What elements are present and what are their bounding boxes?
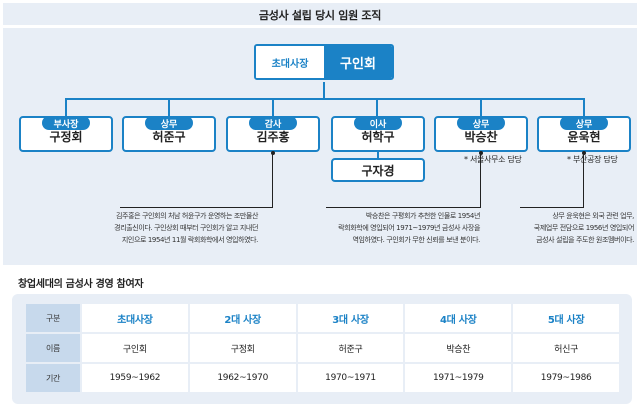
table-cell: 1971~1979	[405, 364, 512, 392]
leader-line-kim	[272, 153, 273, 208]
officer-role-badge: 감사	[249, 116, 297, 130]
history-table: 구분 초대사장 2대 사장 3대 사장 4대 사장 5대 사장 이름 구인회 구…	[24, 302, 621, 394]
leader-underline-park	[326, 207, 481, 208]
column-header: 초대사장	[82, 304, 188, 332]
ceo-name: 구인회	[324, 46, 392, 78]
desc-line: 상무 윤욱현은 외국 관련 업무,	[552, 212, 634, 220]
table-row: 기간 1959~1962 1962~1970 1970~1971 1971~19…	[26, 364, 619, 392]
officer-connector-4	[376, 98, 378, 116]
officer-connector-2	[168, 98, 170, 116]
yoon-description: 상무 윤욱현은 외국 관련 업무, 국제업무 전담으로 1956년 영입되어 금…	[533, 210, 635, 246]
table-row: 이름 구인회 구정회 허준구 박승찬 허신구	[26, 334, 619, 362]
officer-role-badge: 상무	[457, 116, 505, 130]
desc-line: 경리출신이다. 구인상회 때부터 구인회가 알고 지내던	[114, 224, 258, 232]
desc-line: 락희화학에 영입되어 1971~1979년 금성사 사장을	[338, 224, 480, 232]
director-sub-connector	[377, 152, 379, 159]
column-header: 4대 사장	[405, 304, 512, 332]
officer-role-badge: 상무	[145, 116, 193, 130]
column-header: 5대 사장	[513, 304, 619, 332]
table-row: 구분 초대사장 2대 사장 3대 사장 4대 사장 5대 사장	[26, 304, 619, 332]
desc-line: 역임하였다. 구인회가 무한 신뢰를 보낸 분이다.	[352, 236, 480, 244]
row-header-category: 구분	[26, 304, 80, 332]
kim-description: 김주홍은 구인회의 처남 허윤구가 운영하는 조만물산 경리출신이다. 구인상회…	[114, 210, 258, 246]
officer-name: 박승찬	[464, 130, 498, 144]
officer-role-badge: 이사	[354, 116, 402, 130]
ceo-connector	[323, 82, 325, 99]
desc-line: 지인으로 1954년 11월 락회화학에서 영입하였다.	[121, 236, 259, 244]
officer-name: 구정회	[49, 130, 83, 144]
officer-bus-line	[65, 98, 585, 100]
sub-director-box: 구자경	[331, 158, 425, 182]
table-cell: 1970~1971	[297, 364, 404, 392]
ceo-box: 초대사장 구인회	[254, 44, 394, 80]
table-cell: 구인회	[82, 334, 188, 362]
officer-connector-6	[583, 98, 585, 116]
table-cell: 구정회	[189, 334, 296, 362]
officer-role-badge: 부사장	[42, 116, 90, 130]
park-description: 박승찬은 구평회가 추천한 인물로 1954년 락희화학에 영입되어 1971~…	[338, 210, 480, 246]
officer-connector-1	[65, 98, 67, 116]
officer-role-badge: 상무	[560, 116, 608, 130]
row-header-period: 기간	[26, 364, 80, 392]
officer-connector-5	[480, 98, 482, 116]
desc-line: 국제업무 전담으로 1956년 영입되어	[533, 224, 635, 232]
title-divider	[3, 25, 637, 28]
column-header: 2대 사장	[189, 304, 296, 332]
officer-name: 허준구	[152, 130, 186, 144]
table-cell: 1959~1962	[82, 364, 188, 392]
table-cell: 허신구	[513, 334, 619, 362]
leader-underline-kim	[120, 207, 273, 208]
busan-factory-note: * 부산공장 담당	[567, 155, 618, 164]
table-cell: 허준구	[297, 334, 404, 362]
history-title: 창업세대의 금성사 경영 참여자	[18, 279, 144, 290]
table-cell: 1962~1970	[189, 364, 296, 392]
desc-line: 김주홍은 구인회의 처남 허윤구가 운영하는 조만물산	[115, 212, 258, 220]
officer-connector-3	[272, 98, 274, 116]
leader-underline-yoon	[520, 207, 584, 208]
officer-name: 허학구	[361, 130, 395, 144]
leader-line-yoon	[583, 153, 584, 208]
column-header: 3대 사장	[297, 304, 404, 332]
officer-name: 윤욱현	[567, 130, 601, 144]
desc-line: 금성사 설립을 주도한 원조멤버이다.	[536, 236, 634, 244]
seoul-office-note: * 서울사무소 담당	[464, 155, 522, 164]
table-cell: 박승찬	[405, 334, 512, 362]
leader-dot	[582, 151, 586, 155]
desc-line: 박승찬은 구평회가 추천한 인물로 1954년	[365, 212, 481, 220]
org-chart-title: 금성사 설립 당시 임원 조직	[258, 9, 382, 22]
leader-line-park	[480, 153, 481, 208]
table-cell: 1979~1986	[513, 364, 619, 392]
officer-name: 김주홍	[256, 130, 290, 144]
leader-dot	[271, 151, 275, 155]
leader-dot	[479, 151, 483, 155]
ceo-role: 초대사장	[256, 46, 324, 78]
row-header-name: 이름	[26, 334, 80, 362]
